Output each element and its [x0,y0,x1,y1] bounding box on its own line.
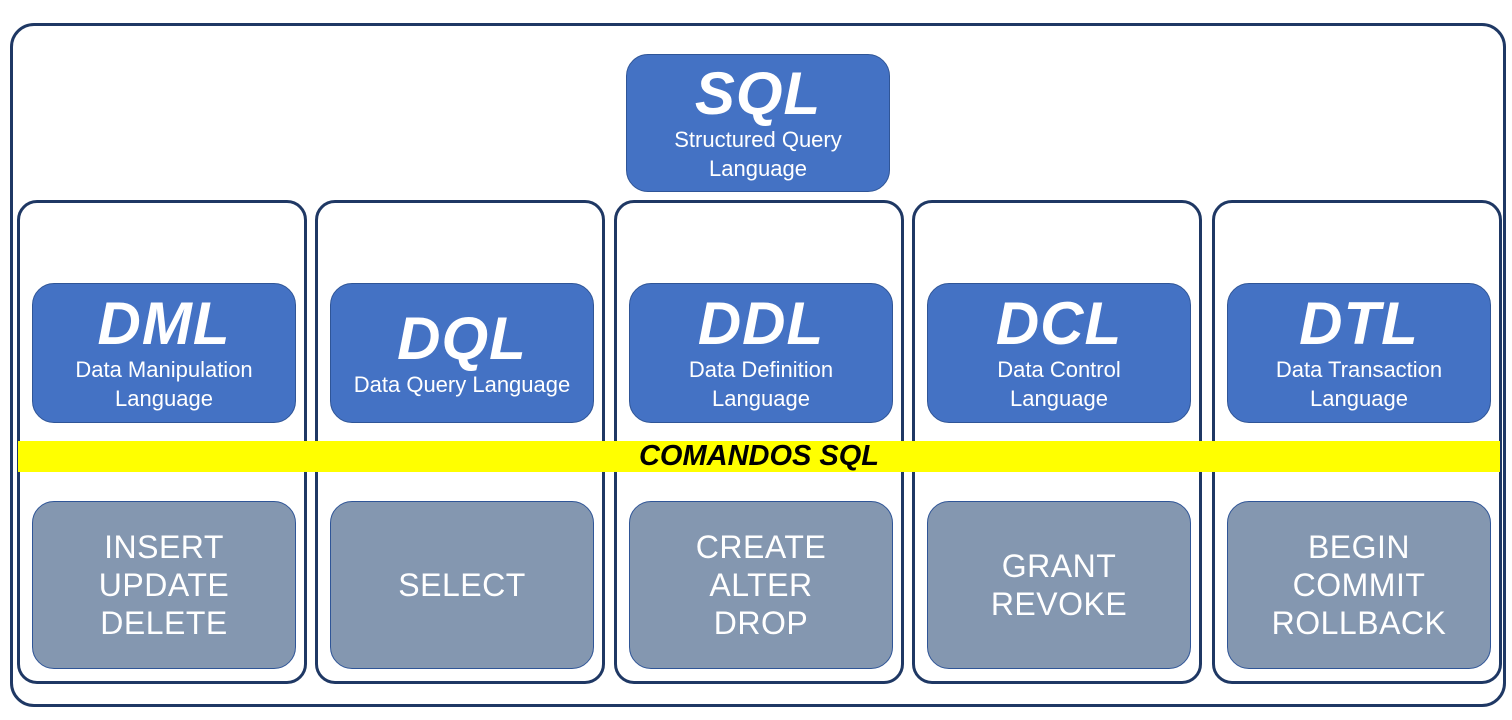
category-acronym: DCL [995,290,1123,357]
commands-box-dql: SELECT [330,501,594,669]
comandos-sql-banner: COMANDOS SQL [18,441,1500,472]
command-item: GRANT [1001,548,1117,584]
command-item: DROP [713,605,809,641]
command-item: SELECT [398,567,526,603]
root-subtitle: Structured Query Language [674,127,842,181]
commands-box-ddl: CREATE ALTER DROP [629,501,893,669]
command-item: INSERT [104,529,224,565]
category-subtitle: Data Definition Language [688,357,834,411]
commands-box-dcl: GRANT REVOKE [927,501,1191,669]
category-acronym: DTL [1299,290,1419,357]
category-box-dtl: DTL Data Transaction Language [1227,283,1491,423]
commands-box-dtl: BEGIN COMMIT ROLLBACK [1227,501,1491,669]
category-box-dcl: DCL Data Control Language [927,283,1191,423]
category-box-ddl: DDL Data Definition Language [629,283,893,423]
category-box-dql: DQL Data Query Language [330,283,594,423]
command-item: ALTER [709,567,813,603]
command-item: REVOKE [990,586,1128,622]
command-item: BEGIN [1307,529,1411,565]
sql-root-box: SQL Structured Query Language [626,54,890,192]
category-acronym: DQL [397,304,527,372]
category-subtitle: Data Manipulation Language [75,357,253,411]
category-panel-dml: DML Data Manipulation Language INSERT UP… [17,200,307,684]
category-subtitle: Data Control Language [997,357,1121,411]
category-acronym: DML [97,290,231,357]
command-item: DELETE [100,605,228,641]
commands-box-dml: INSERT UPDATE DELETE [32,501,296,669]
command-item: ROLLBACK [1271,605,1447,641]
category-panel-dtl: DTL Data Transaction Language BEGIN COMM… [1212,200,1502,684]
root-acronym: SQL [694,60,822,127]
category-subtitle: Data Query Language [353,371,571,397]
category-box-dml: DML Data Manipulation Language [32,283,296,423]
command-item: CREATE [695,529,827,565]
category-acronym: DDL [697,290,825,357]
command-item: UPDATE [98,567,230,603]
category-subtitle: Data Transaction Language [1275,357,1443,411]
command-item: COMMIT [1292,567,1426,603]
